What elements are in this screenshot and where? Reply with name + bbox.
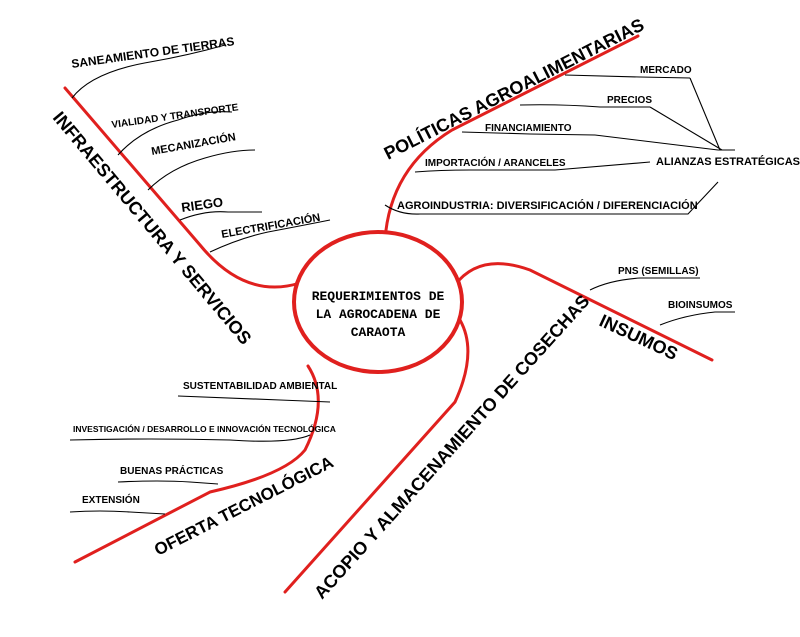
item-riego: RIEGO bbox=[180, 194, 224, 215]
center-line-3: CARAOTA bbox=[351, 325, 406, 340]
center-line-1: REQUERIMIENTOS DE bbox=[312, 289, 445, 304]
item-vialidad: VIALIDAD Y TRANSPORTE bbox=[111, 102, 240, 131]
connector-buenas bbox=[117, 480, 219, 485]
connector-importacion bbox=[414, 169, 555, 173]
connector-sustentabilidad bbox=[177, 395, 331, 403]
branch-line-acopio bbox=[283, 318, 470, 594]
branch-line-politicas bbox=[383, 34, 640, 242]
connector-alianzas bbox=[554, 161, 651, 171]
center-line-2: LA AGROCADENA DE bbox=[316, 307, 441, 322]
branch-lines bbox=[63, 34, 714, 594]
branch-line-oferta bbox=[73, 364, 320, 564]
connector-investigacion bbox=[69, 434, 311, 442]
item-importacion: IMPORTACIÓN / ARANCELES bbox=[425, 156, 566, 169]
branch-line-insumos bbox=[453, 262, 714, 362]
item-financiamiento: FINANCIAMIENTO bbox=[485, 123, 572, 134]
connector-extension bbox=[69, 510, 166, 515]
item-investigacion: INVESTIGACIÓN / DESARROLLO E INNOVACIÓN … bbox=[73, 423, 336, 434]
connector-mercado bbox=[564, 74, 691, 79]
alianzas-rays bbox=[594, 77, 735, 151]
connector-electrificacion bbox=[209, 219, 331, 253]
hub-alianzas: ALIANZAS ESTRATÉGICAS bbox=[656, 155, 800, 168]
connector-precios bbox=[519, 104, 650, 108]
branch-title-politicas: POLÍTICAS AGROALIMENTARIAS bbox=[380, 14, 647, 164]
connector-mecanizacion bbox=[147, 149, 256, 191]
center-node: REQUERIMIENTOS DE LA AGROCADENA DE CARAO… bbox=[292, 230, 464, 374]
connector-agroindustria bbox=[384, 181, 719, 215]
item-sustentabilidad: SUSTENTABILIDAD AMBIENTAL bbox=[183, 381, 337, 392]
item-electrificacion: ELECTRIFICACIÓN bbox=[220, 211, 321, 241]
sub-branch-lines bbox=[69, 44, 735, 515]
item-agroindustria: AGROINDUSTRIA: DIVERSIFICACIÓN / DIFEREN… bbox=[397, 199, 698, 212]
item-pns: PNS (SEMILLAS) bbox=[618, 266, 699, 277]
item-mercado: MERCADO bbox=[640, 65, 692, 76]
item-buenas: BUENAS PRÁCTICAS bbox=[120, 464, 224, 477]
connector-financiamiento bbox=[461, 131, 596, 136]
item-bioinsumos: BIOINSUMOS bbox=[668, 300, 733, 311]
branch-line-infraestructura bbox=[63, 86, 302, 289]
connector-riego bbox=[179, 211, 262, 221]
connector-vialidad bbox=[117, 111, 233, 156]
connector-bioinsumos bbox=[659, 311, 735, 326]
center-ellipse bbox=[292, 230, 464, 374]
connector-saneamiento bbox=[71, 44, 226, 99]
item-precios: PRECIOS bbox=[607, 95, 652, 106]
item-extension: EXTENSIÓN bbox=[82, 493, 140, 506]
connector-pns bbox=[589, 277, 700, 291]
item-saneamiento: SANEAMIENTO DE TIERRAS bbox=[70, 34, 235, 71]
